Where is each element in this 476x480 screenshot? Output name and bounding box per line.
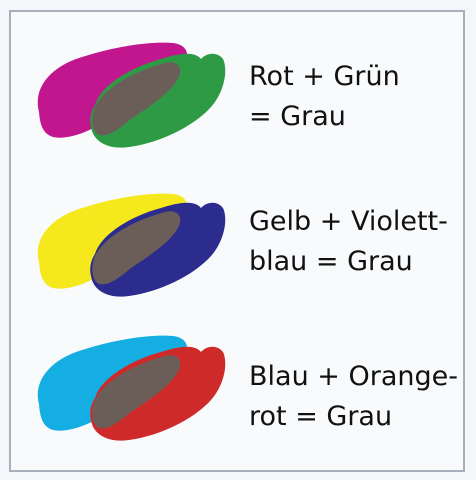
figure-frame: Rot + Grün = Grau Gelb + Violett- blau =… xyxy=(9,10,465,472)
label-line-1: Blau + Orange- xyxy=(249,361,458,392)
paint-swatch-blue-orangered xyxy=(31,332,231,452)
mix-label-yellow-blueviolet: Gelb + Violett- blau = Grau xyxy=(249,202,448,282)
paint-swatch-red-green xyxy=(31,37,231,157)
paint-swatch-yellow-blueviolet xyxy=(31,182,231,302)
label-line-2: rot = Grau xyxy=(249,401,393,432)
label-line-2: blau = Grau xyxy=(249,246,413,277)
paint-mix-area xyxy=(92,211,181,285)
paint-mix-area xyxy=(92,355,181,429)
paint-mix-area xyxy=(92,62,181,136)
label-line-1: Rot + Grün xyxy=(249,61,400,92)
mix-label-blue-orangered: Blau + Orange- rot = Grau xyxy=(249,357,458,437)
mix-label-red-green: Rot + Grün = Grau xyxy=(249,57,400,137)
label-line-1: Gelb + Violett- xyxy=(249,206,448,237)
label-line-2: = Grau xyxy=(249,101,346,132)
